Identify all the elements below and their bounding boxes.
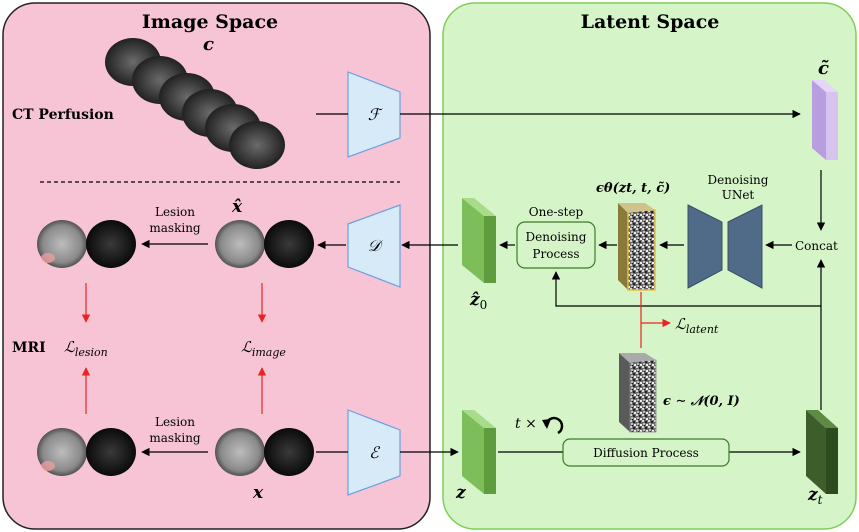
image-space-title: Image Space — [142, 11, 278, 33]
noise-epsilon-block — [619, 353, 657, 433]
z-block — [462, 410, 496, 494]
z-t-block — [806, 410, 838, 494]
z-hat-0-block — [462, 198, 496, 283]
lesion-masking-bottom-1: Lesion — [155, 415, 195, 429]
loss-latent: ℒlatent — [675, 315, 719, 336]
one-step-label: One-step — [529, 205, 584, 219]
denoising-process-label-1: Denoising — [526, 230, 587, 244]
z-label: z — [455, 483, 466, 503]
x-hat-brain-pair — [215, 220, 314, 268]
denoising-process-block — [516, 221, 596, 269]
image-space-panel — [2, 2, 431, 530]
latent-space-title: Latent Space — [581, 11, 720, 33]
decoder-d-block — [347, 204, 401, 288]
diffusion-process-label: Diffusion Process — [593, 446, 699, 460]
ct-perfusion-stack — [105, 38, 285, 169]
diffusion-process-block — [562, 438, 730, 467]
c-tilde-block — [812, 80, 838, 160]
encoder-e-label: ℰ — [369, 443, 381, 462]
encoder-e-block — [347, 409, 401, 496]
c-tilde-label: c̃ — [818, 58, 829, 79]
masked-pred-brain-pair — [37, 220, 136, 268]
c-label: c — [203, 34, 214, 55]
concat-label: Concat — [795, 239, 838, 253]
denoising-process-label-2: Process — [532, 247, 579, 261]
lesion-masking-bottom-2: masking — [149, 431, 201, 445]
eps-theta-label: ϵθ(zt, t, c̃) — [596, 181, 670, 196]
arrow-zt-to-denoise — [551, 271, 821, 307]
x-hat-label: x̂ — [231, 197, 243, 217]
lesion-masking-top-2: masking — [149, 221, 201, 235]
eps-dist-label: ϵ ∼ 𝒩(0, I) — [663, 394, 740, 409]
denoising-unet-label-1: Denoising — [708, 173, 769, 187]
predicted-noise-block — [618, 203, 656, 291]
z-t-label: zt — [807, 485, 823, 507]
masked-gt-brain-pair — [37, 428, 136, 476]
denoising-unet — [687, 204, 763, 289]
denoising-unet-label-2: UNet — [722, 188, 755, 202]
mri-label: MRI — [12, 340, 46, 356]
loss-image: ℒimage — [241, 338, 286, 359]
t-times-label: t × — [515, 416, 537, 432]
lesion-masking-top-1: Lesion — [155, 205, 195, 219]
x-brain-pair — [215, 428, 314, 476]
z-hat-0-label: ẑ0 — [469, 290, 487, 312]
decoder-d-label: 𝒟 — [368, 236, 384, 255]
ct-perfusion-label: CT Perfusion — [12, 107, 114, 123]
encoder-f-label: ℱ — [368, 105, 384, 124]
loop-icon — [542, 416, 564, 435]
encoder-f-block — [347, 71, 401, 158]
loss-lesion: ℒlesion — [64, 338, 108, 359]
x-label: x — [252, 483, 264, 503]
